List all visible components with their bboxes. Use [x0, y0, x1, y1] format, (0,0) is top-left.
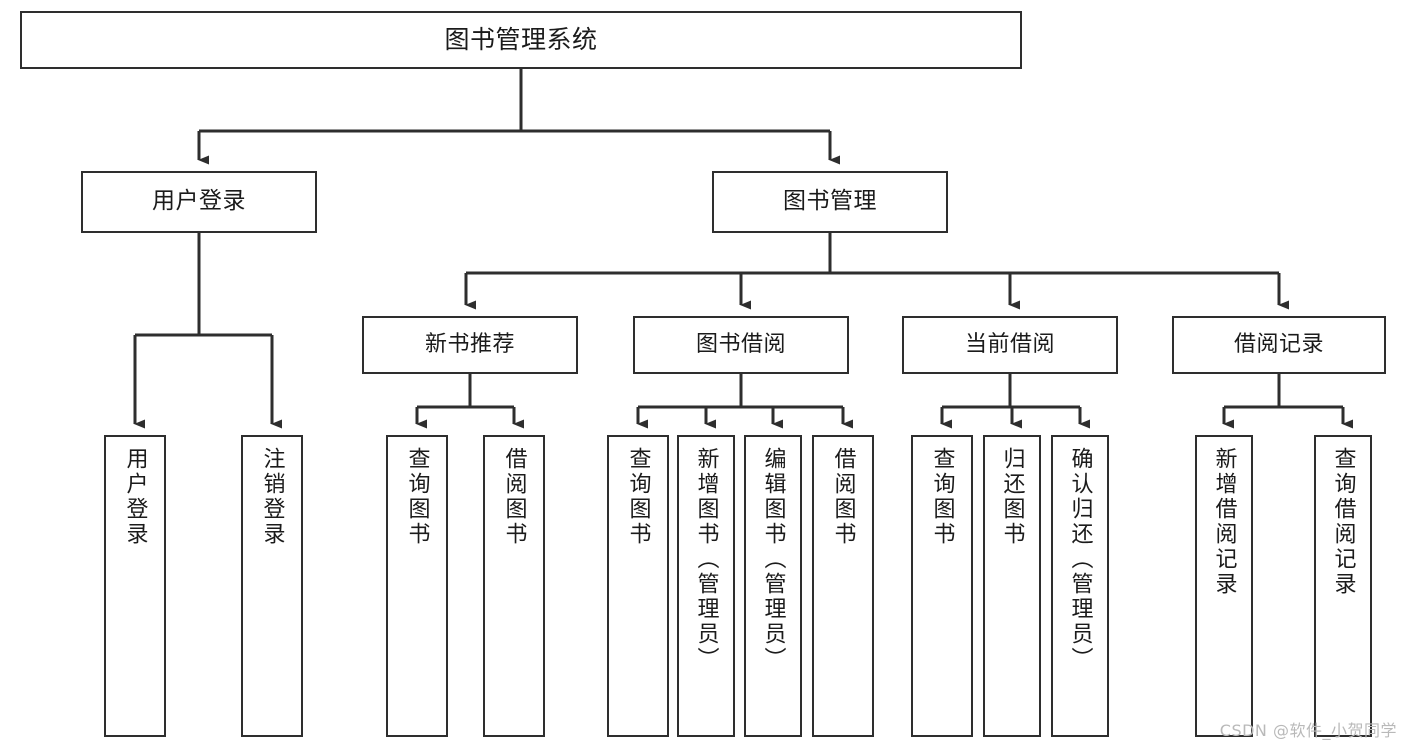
leaf-node-3[interactable]: 借阅图书: [483, 435, 545, 737]
leaf-node-label: 查询图书: [929, 447, 955, 547]
leaf-node-4[interactable]: 查询图书: [607, 435, 669, 737]
leaf-node-label: 注销登录: [259, 447, 285, 547]
level2-node-1[interactable]: 图书管理: [712, 171, 948, 233]
leaf-node-label: 查询借阅记录: [1330, 447, 1356, 597]
level2-node-label: 图书管理: [783, 188, 877, 215]
leaf-node-label: 确认归还（管理员）: [1067, 447, 1093, 672]
leaf-node-8[interactable]: 查询图书: [911, 435, 973, 737]
level3-node-2[interactable]: 当前借阅: [902, 316, 1118, 374]
leaf-node-11[interactable]: 新增借阅记录: [1195, 435, 1253, 737]
level3-node-3[interactable]: 借阅记录: [1172, 316, 1386, 374]
level3-node-1[interactable]: 图书借阅: [633, 316, 849, 374]
level3-node-label: 新书推荐: [424, 332, 515, 358]
leaf-node-7[interactable]: 借阅图书: [812, 435, 874, 737]
leaf-node-12[interactable]: 查询借阅记录: [1314, 435, 1372, 737]
watermark-text: CSDN @软件_小贺同学: [1219, 721, 1397, 740]
leaf-node-label: 查询图书: [404, 447, 430, 547]
leaf-node-label: 借阅图书: [830, 447, 856, 547]
root-node-0[interactable]: 图书管理系统: [20, 11, 1022, 69]
leaf-node-0[interactable]: 用户登录: [104, 435, 166, 737]
level3-node-label: 当前借阅: [964, 332, 1055, 358]
leaf-node-label: 查询图书: [625, 447, 651, 547]
leaf-node-label: 借阅图书: [501, 447, 527, 547]
leaf-node-10[interactable]: 确认归还（管理员）: [1051, 435, 1109, 737]
leaf-node-5[interactable]: 新增图书（管理员）: [677, 435, 735, 737]
level3-node-label: 图书借阅: [695, 332, 786, 358]
leaf-node-9[interactable]: 归还图书: [983, 435, 1041, 737]
level2-node-0[interactable]: 用户登录: [81, 171, 317, 233]
leaf-node-2[interactable]: 查询图书: [386, 435, 448, 737]
level3-node-0[interactable]: 新书推荐: [362, 316, 578, 374]
level2-node-label: 用户登录: [152, 188, 246, 215]
leaf-node-label: 新增图书（管理员）: [693, 447, 719, 672]
root-node-label: 图书管理系统: [444, 25, 598, 55]
leaf-node-label: 用户登录: [122, 447, 148, 547]
level3-node-label: 借阅记录: [1233, 332, 1324, 358]
leaf-node-6[interactable]: 编辑图书（管理员）: [744, 435, 802, 737]
leaf-node-label: 编辑图书（管理员）: [760, 447, 786, 672]
leaf-node-label: 归还图书: [999, 447, 1025, 547]
leaf-node-1[interactable]: 注销登录: [241, 435, 303, 737]
leaf-node-label: 新增借阅记录: [1211, 447, 1237, 597]
